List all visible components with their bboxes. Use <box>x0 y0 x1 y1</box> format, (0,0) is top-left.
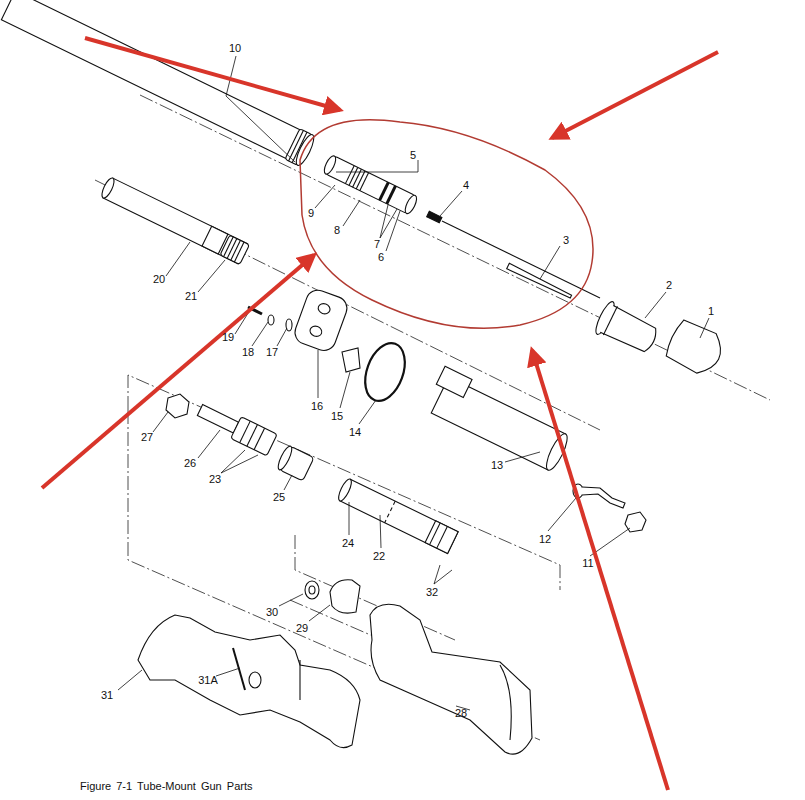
shaft-part <box>195 399 277 456</box>
callout-number: 31 <box>101 690 113 701</box>
callout-number: 8 <box>334 225 340 236</box>
callout-number: 15 <box>331 411 343 422</box>
callout-number: 27 <box>141 432 153 443</box>
red-annotations <box>42 38 718 790</box>
callout-number: 31A <box>198 675 218 686</box>
washer-part <box>305 581 319 599</box>
needle-part <box>442 221 600 298</box>
handle-part <box>370 604 532 754</box>
screw-part <box>248 307 292 331</box>
callout-number: 21 <box>185 291 197 302</box>
callout-number: 26 <box>184 458 196 469</box>
washer-part <box>309 586 315 594</box>
o-ring <box>358 338 412 407</box>
valve-assembly <box>322 154 419 215</box>
red-arrow <box>85 38 340 110</box>
callout-number: 13 <box>491 460 503 471</box>
tube-part <box>100 176 250 264</box>
callout-number: 16 <box>311 401 323 412</box>
plate-part <box>342 348 360 372</box>
cap-part <box>663 317 729 379</box>
callout-number: 14 <box>349 427 361 438</box>
center-line <box>140 95 770 400</box>
callout-number: 3 <box>563 235 569 246</box>
needle-tip <box>507 263 573 299</box>
callout-number: 2 <box>666 280 672 291</box>
callout-number: 25 <box>273 492 285 503</box>
callout-number: 12 <box>539 534 551 545</box>
tube-part <box>336 477 458 553</box>
figure-caption: Figure 7-1 Tube-Mount Gun Parts <box>80 780 252 792</box>
callout-number: 24 <box>342 538 354 549</box>
callout-number: 29 <box>296 623 308 634</box>
red-arrow <box>532 350 668 790</box>
callout-number: 5 <box>410 150 416 161</box>
handle-shell <box>138 615 360 748</box>
nut-part <box>166 394 189 418</box>
red-arrow <box>42 255 314 488</box>
callout-number: 30 <box>266 607 278 618</box>
callout-number: 11 <box>582 558 593 569</box>
callout-number: 18 <box>242 347 254 358</box>
manifold-block <box>292 287 351 354</box>
callout-number: 23 <box>209 474 221 485</box>
callout-number: 1 <box>708 306 714 317</box>
sleeve-part <box>276 445 314 482</box>
callout-number: 17 <box>266 347 278 358</box>
cup-part <box>330 580 360 613</box>
callout-number: 20 <box>153 274 165 285</box>
tube-part <box>1 0 317 167</box>
callout-number: 10 <box>229 43 241 54</box>
callout-number: 19 <box>222 332 234 343</box>
highlight-loop <box>300 120 593 329</box>
spring-part <box>427 211 442 223</box>
red-arrow <box>552 52 718 138</box>
callout-number: 22 <box>373 551 385 562</box>
callout-number: 28 <box>455 708 467 719</box>
callout-number: 6 <box>378 252 384 263</box>
callout-number: 9 <box>308 208 314 219</box>
nozzle-part <box>593 300 662 358</box>
callout-number: 7 <box>374 239 380 250</box>
leader-lines <box>118 56 709 710</box>
callout-number: 4 <box>463 180 469 191</box>
callout-number: 32 <box>426 587 438 598</box>
